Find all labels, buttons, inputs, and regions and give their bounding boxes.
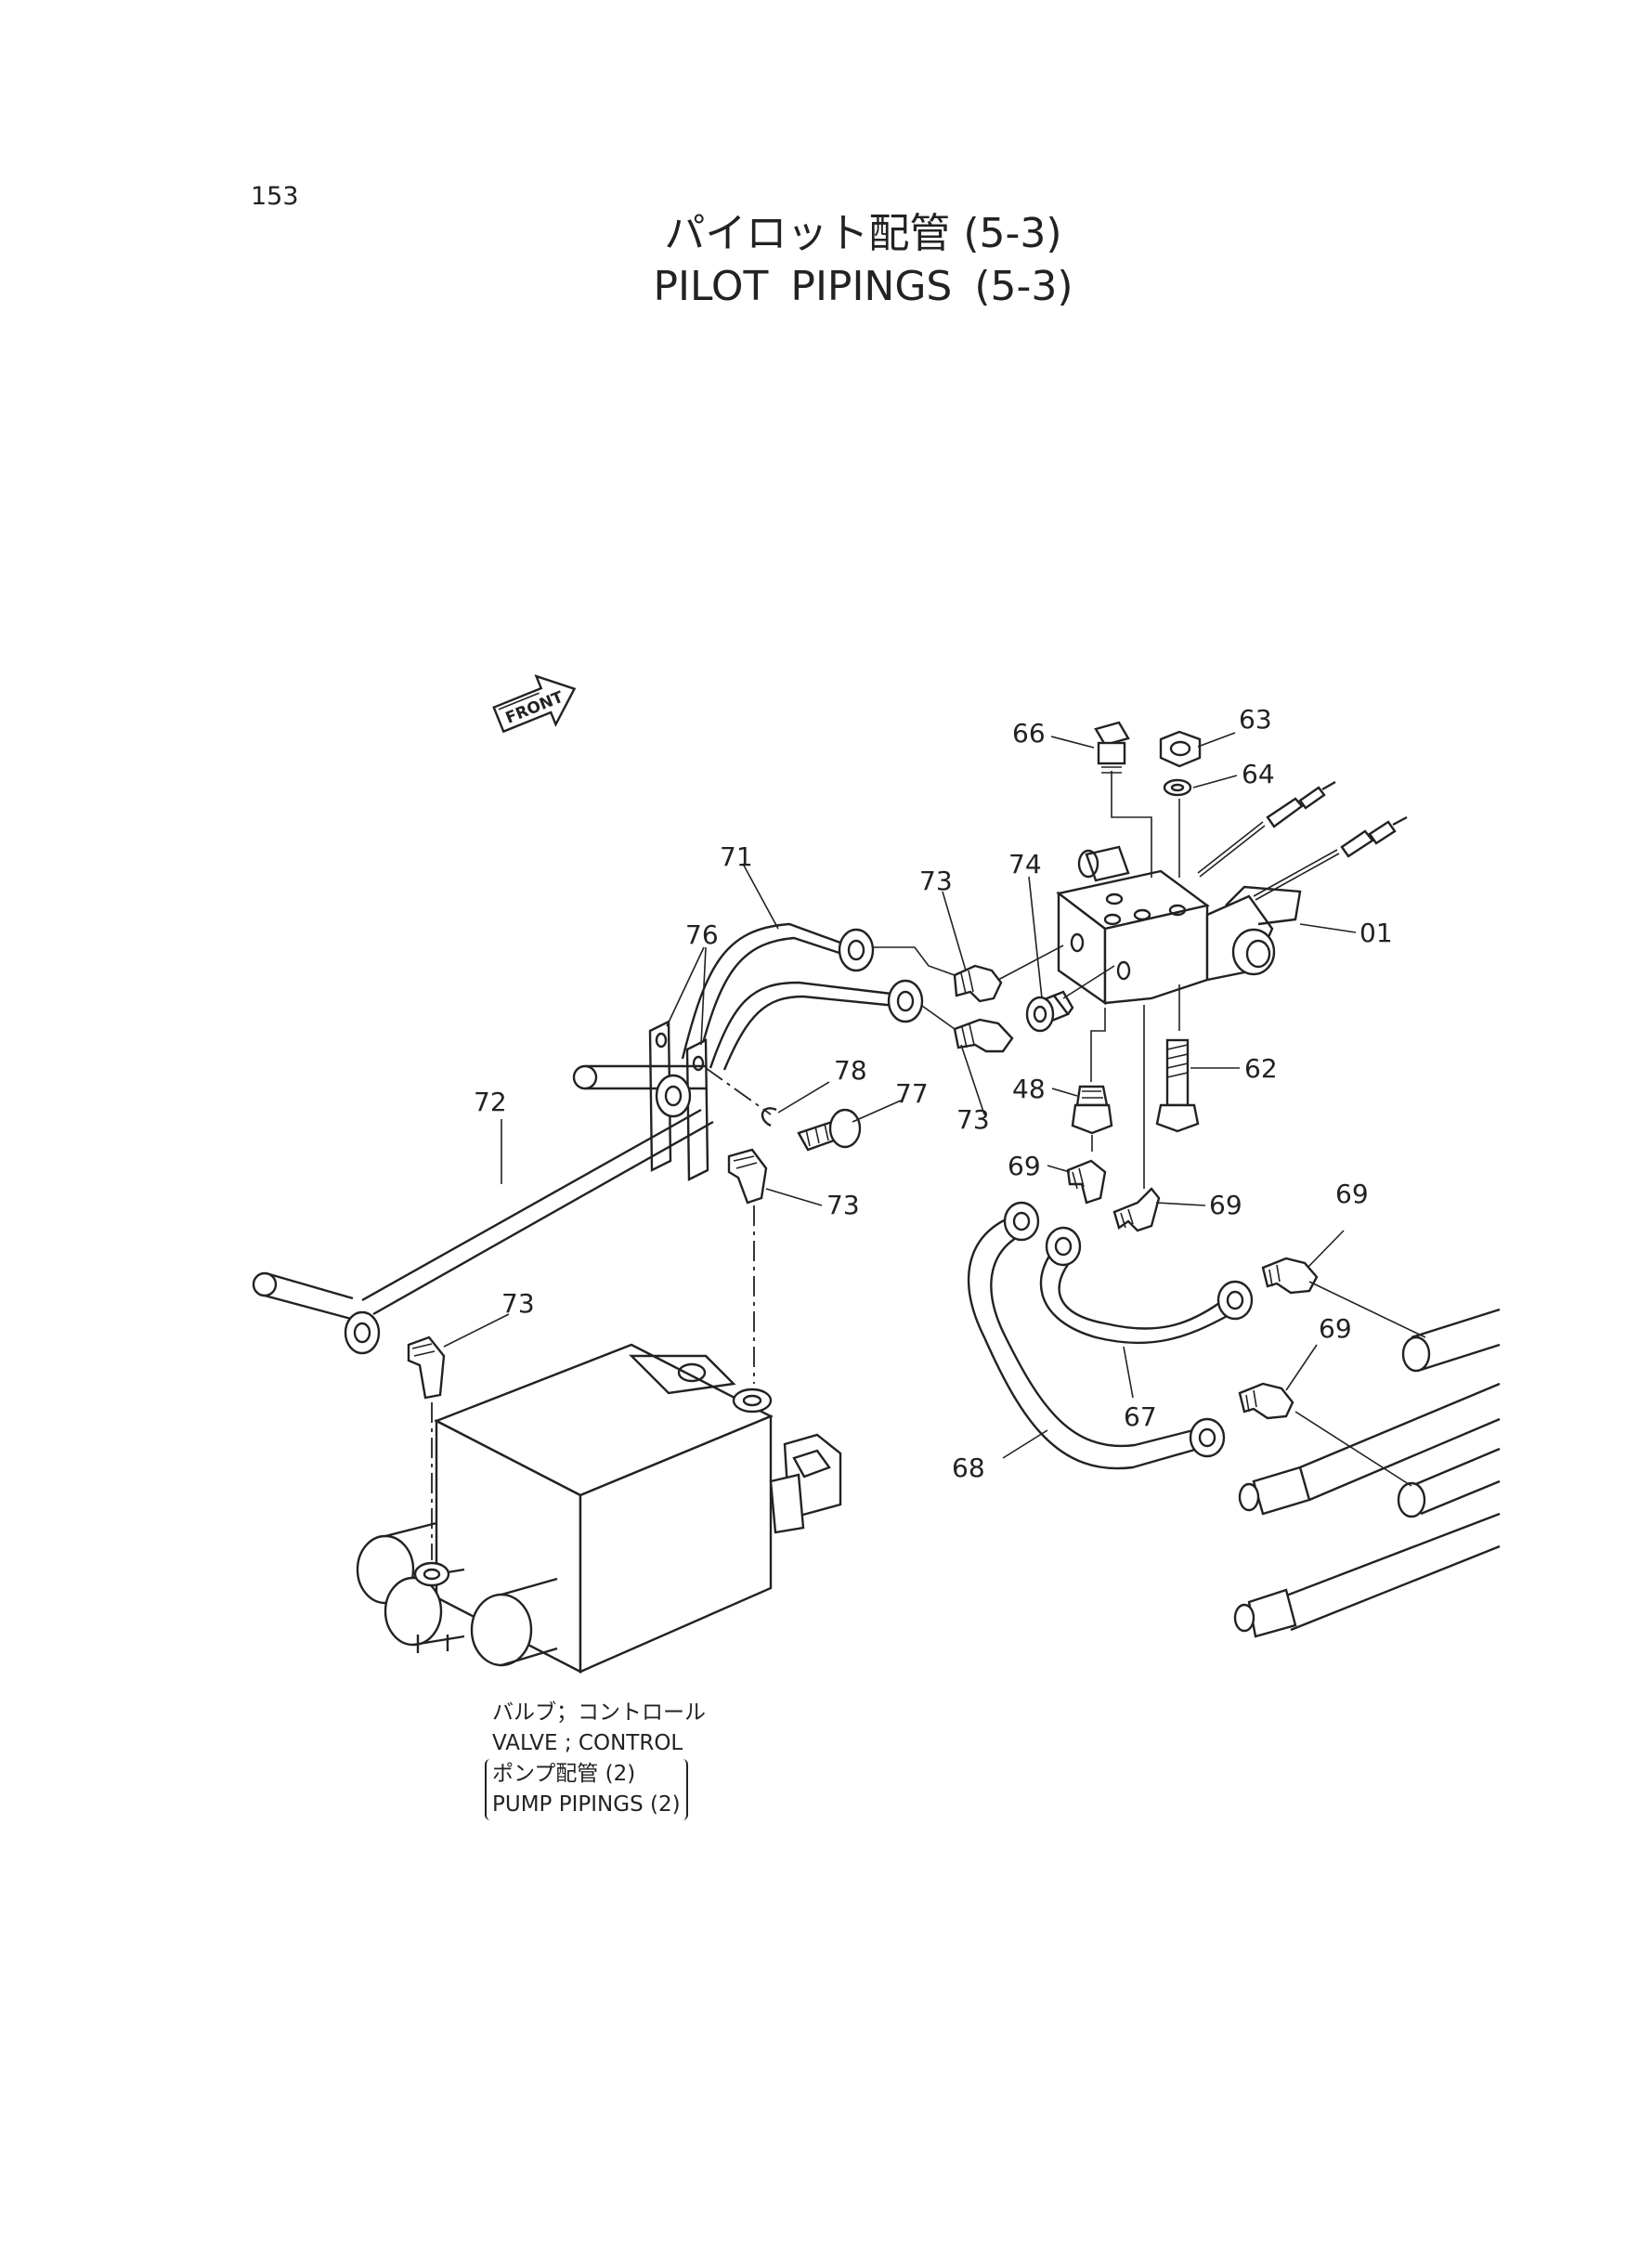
pipe-67 [1039,1226,1254,1345]
callout-67: 67 [1124,1401,1157,1432]
washer-64 [1163,778,1192,797]
callout-69-a: 69 [1008,1151,1041,1181]
reference-note-en: VALVE ; CONTROL [492,1731,683,1755]
nut-63 [1159,730,1202,768]
callout-73-mid: 73 [956,1104,990,1135]
plug-66 [1094,721,1130,774]
pipe-72 [252,1064,714,1355]
elbow-73-lower [407,1335,446,1400]
callout-48: 48 [1012,1074,1046,1104]
title-block: パイロット配管 (5-3) PILOT PIPINGS (5-3) [0,208,1652,314]
callout-69-c: 69 [1335,1179,1369,1209]
bolt-62 [1155,1038,1200,1133]
elbow-69-d [1238,1382,1294,1420]
elbow-69-a [1066,1159,1107,1205]
callout-73-top: 73 [919,866,953,896]
callout-01: 01 [1359,918,1393,948]
pipe-71 [681,922,956,1071]
callout-72: 72 [474,1087,507,1117]
union-74 [1025,990,1074,1033]
callout-66: 66 [1012,718,1046,749]
callout-76: 76 [685,919,719,950]
callout-78: 78 [834,1055,867,1086]
title-english: PILOT PIPINGS (5-3) [653,263,1073,310]
electrical-leads [1197,780,1408,901]
callout-71: 71 [720,841,753,872]
elbow-73-bracket [727,1148,768,1205]
callout-74: 74 [1008,849,1042,879]
elbow-69-b [1112,1187,1161,1232]
callout-62: 62 [1244,1053,1278,1084]
reference-note-jp: バルブ；コントロール [492,1700,706,1725]
bolt-77 [797,1108,862,1152]
elbow-69-c [1261,1257,1319,1295]
pump-hoses [1233,1281,1501,1638]
control-valve [356,1343,842,1674]
page-number: 153 [251,182,299,211]
callout-63: 63 [1239,704,1272,735]
callout-73-bracket: 73 [826,1190,860,1220]
reference-subnote-en: PUMP PIPINGS (2) [492,1792,681,1817]
elbow-73-mid [953,1018,1014,1053]
pilot-valve-block [1056,845,1302,1006]
leader-lines [443,732,1357,1459]
callout-69-d: 69 [1319,1313,1352,1344]
title-japanese: パイロット配管 (5-3) [664,210,1062,257]
pipe-68 [967,1201,1226,1470]
reference-subnote: ポンプ配管 (2) PUMP PIPINGS (2) [485,1759,688,1820]
callout-69-b: 69 [1209,1190,1242,1220]
front-direction-arrow: FRONT [492,674,577,734]
callout-73-lower: 73 [501,1288,535,1319]
washer-78 [761,1107,777,1127]
callout-68: 68 [952,1453,985,1483]
reference-subnote-jp: ポンプ配管 (2) [492,1762,636,1786]
callout-64: 64 [1242,759,1275,789]
reference-note: バルブ；コントロール VALVE ; CONTROL ポンプ配管 (2) PUM… [485,1698,706,1820]
fitting-48 [1071,1085,1113,1135]
callout-77: 77 [895,1078,929,1109]
elbow-73-top [953,964,1003,1003]
